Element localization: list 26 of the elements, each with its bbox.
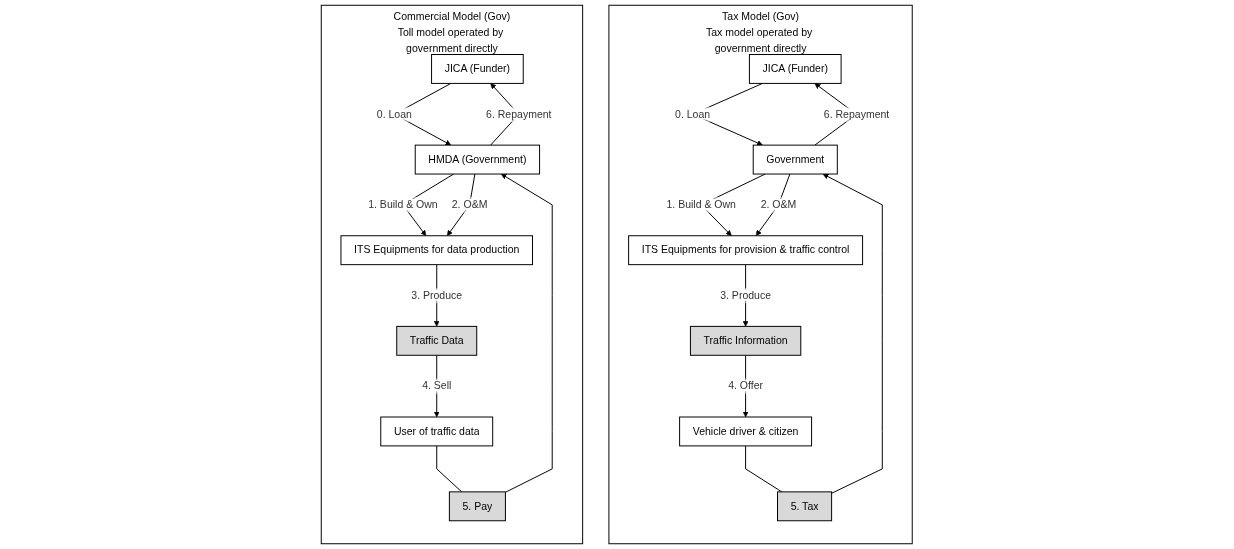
edge-label: 2. O&M [760, 198, 797, 211]
node-box: ITS Equipments for data production [340, 235, 534, 266]
node-box: Traffic Information [690, 325, 802, 356]
edge-label: 6. Repayment [486, 108, 552, 120]
edge-label: 3. Produce [720, 289, 772, 301]
edge-label: 4. Offer [728, 380, 764, 392]
connector [436, 445, 463, 493]
edge-label: 2. O&M [452, 198, 488, 211]
node-box: Vehicle driver & citizen [679, 416, 813, 447]
node-box: User of traffic data [380, 416, 494, 447]
edge-label: 3. Produce [411, 289, 463, 301]
node-box: Government [752, 144, 839, 175]
edge-label: 0. Loan [675, 108, 711, 120]
node-box: HMDA (Government) [414, 144, 541, 175]
connector [745, 445, 783, 493]
node-box: Traffic Data [396, 325, 478, 356]
node-box: JICA (Funder) [431, 54, 524, 84]
edge-label: 1. Build & Own [666, 198, 737, 211]
node-box: ITS Equipments for provision & traffic control [628, 235, 864, 266]
node-box: 5. Pay [449, 491, 507, 522]
node-box: 5. Tax [777, 491, 833, 522]
node-box: JICA (Funder) [749, 54, 842, 84]
edge-label: 6. Repayment [824, 108, 890, 120]
edge-label: 4. Sell [422, 380, 452, 392]
edge-label: 1. Build & Own [368, 198, 438, 211]
edge-label: 0. Loan [377, 108, 413, 120]
